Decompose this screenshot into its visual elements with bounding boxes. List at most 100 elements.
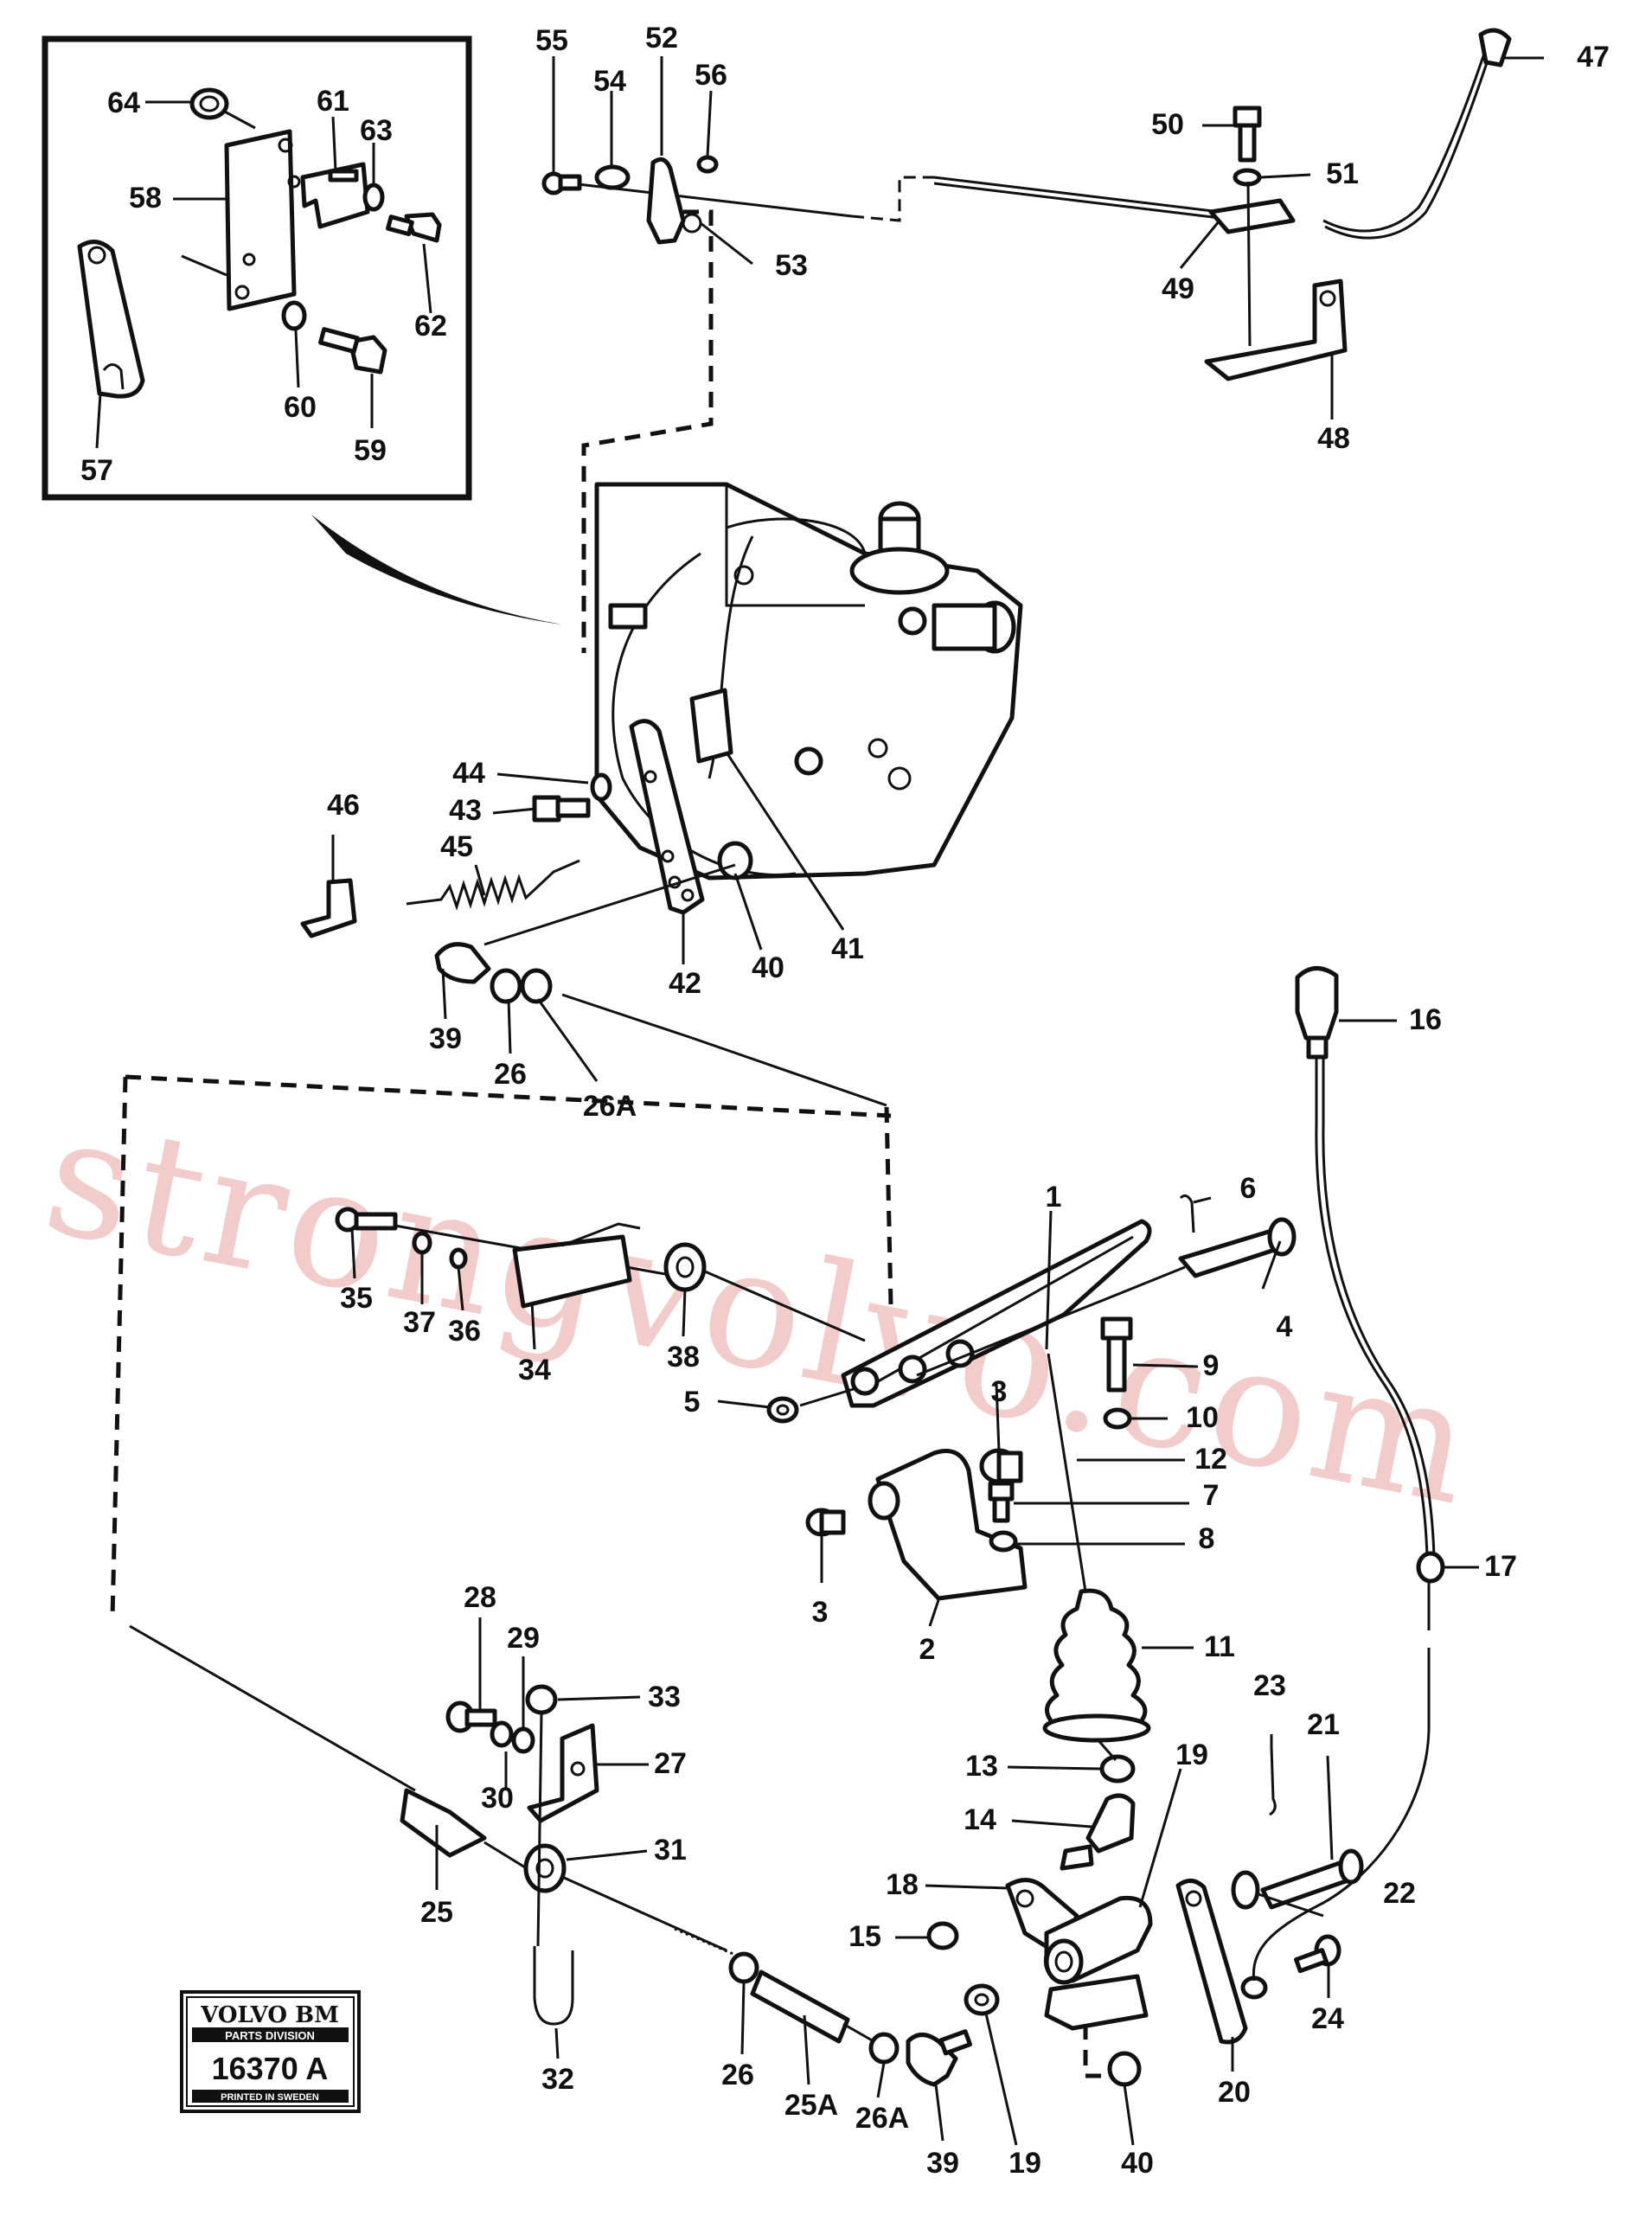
rod-12 bbox=[1047, 1353, 1087, 1592]
angle-fitting-14 bbox=[1085, 1793, 1136, 1854]
callout-51: 51 bbox=[1326, 157, 1359, 190]
inset-detail bbox=[42, 35, 472, 501]
callout-20: 20 bbox=[1218, 2076, 1251, 2109]
grommet-38 bbox=[663, 1242, 707, 1292]
nut-26-bottom bbox=[728, 1951, 759, 1984]
screw-43 bbox=[532, 795, 561, 823]
knob-16 bbox=[1295, 966, 1339, 1041]
callout-15: 15 bbox=[848, 1920, 881, 1953]
callout-57: 57 bbox=[80, 454, 113, 487]
callout-18: 18 bbox=[886, 1868, 919, 1901]
lever-57 bbox=[77, 240, 145, 399]
callout-5: 5 bbox=[684, 1386, 701, 1418]
callout-41: 41 bbox=[831, 932, 864, 965]
bracket-2 bbox=[875, 1449, 1028, 1601]
nut-40-top bbox=[717, 841, 753, 881]
split-pin-23 bbox=[1269, 1746, 1277, 1816]
callout-3-right: 3 bbox=[991, 1375, 1008, 1408]
callout-4: 4 bbox=[1277, 1310, 1293, 1343]
grommet-31 bbox=[523, 1843, 567, 1893]
washer-8 bbox=[989, 1530, 1018, 1553]
sleeve-25a bbox=[750, 1969, 850, 2044]
callout-38: 38 bbox=[667, 1341, 700, 1374]
callout-24: 24 bbox=[1311, 2002, 1344, 2035]
nut-17 bbox=[1416, 1551, 1445, 1584]
callout-34: 34 bbox=[518, 1354, 551, 1386]
callout-31: 31 bbox=[654, 1834, 687, 1867]
screw-62 bbox=[404, 212, 442, 243]
washer-60 bbox=[281, 300, 307, 331]
nut-10 bbox=[1103, 1407, 1132, 1430]
callout-61: 61 bbox=[317, 85, 349, 118]
callout-44: 44 bbox=[452, 757, 485, 790]
callout-29: 29 bbox=[507, 1622, 540, 1655]
volvo-bm-stamp: VOLVO BM PARTS DIVISION 16370 A PRINTED … bbox=[180, 1990, 361, 2113]
pedal-assembly bbox=[717, 1194, 1364, 2146]
washer-37 bbox=[412, 1231, 432, 1255]
callout-64: 64 bbox=[107, 86, 140, 119]
callout-40-top: 40 bbox=[752, 951, 784, 984]
callout-62: 62 bbox=[414, 310, 447, 343]
sleeve-25 bbox=[400, 1788, 487, 1858]
callout-11: 11 bbox=[1204, 1630, 1235, 1663]
lever-42 bbox=[629, 719, 705, 915]
washer-30 bbox=[490, 1720, 514, 1748]
bushing-19 bbox=[964, 1983, 1000, 2016]
callout-labels: 1 2 3 3 4 5 6 7 8 9 10 11 12 13 14 15 16… bbox=[80, 22, 1610, 2180]
screw-59 bbox=[348, 335, 387, 375]
bushing-54 bbox=[594, 164, 631, 190]
callout-16: 16 bbox=[1409, 1003, 1442, 1036]
dashed-link-left bbox=[110, 1074, 892, 1618]
nut-26a-bottom bbox=[868, 2032, 900, 2065]
callout-58: 58 bbox=[129, 182, 162, 215]
callout-60: 60 bbox=[284, 391, 317, 424]
throttle-cable bbox=[1252, 966, 1479, 1982]
callout-50: 50 bbox=[1151, 108, 1184, 141]
watermark-text: strongvolvo.com bbox=[31, 1079, 1490, 1543]
bolt-9 bbox=[1100, 1316, 1133, 1341]
callout-56: 56 bbox=[695, 59, 727, 92]
callout-27: 27 bbox=[654, 1747, 687, 1780]
spring-45 bbox=[406, 859, 580, 911]
callout-39-bottom: 39 bbox=[926, 2147, 959, 2180]
callout-17: 17 bbox=[1484, 1550, 1517, 1583]
callout-36: 36 bbox=[448, 1315, 481, 1348]
middle-linkage bbox=[110, 1074, 892, 1618]
transmission-housing bbox=[300, 482, 1023, 1307]
stamp-division: PARTS DIVISION bbox=[225, 2029, 315, 2042]
callout-7: 7 bbox=[1203, 1479, 1220, 1512]
callout-26a-top: 26A bbox=[583, 1090, 637, 1123]
lever-52 bbox=[646, 157, 686, 245]
nut-33 bbox=[525, 1684, 558, 1715]
callout-49: 49 bbox=[1162, 272, 1194, 305]
callout-3-left: 3 bbox=[812, 1596, 829, 1629]
callout-21: 21 bbox=[1307, 1708, 1340, 1741]
u-bolt-32 bbox=[533, 1946, 574, 2026]
washer-56 bbox=[696, 155, 719, 174]
callout-2: 2 bbox=[919, 1633, 936, 1666]
callout-33: 33 bbox=[648, 1681, 681, 1713]
callout-8: 8 bbox=[1199, 1522, 1215, 1555]
callout-47: 47 bbox=[1577, 41, 1610, 74]
callout-48: 48 bbox=[1317, 422, 1350, 455]
callout-35: 35 bbox=[340, 1282, 373, 1315]
bracket-41 bbox=[689, 688, 733, 764]
callout-22: 22 bbox=[1383, 1877, 1416, 1910]
rubber-boot-11 bbox=[1045, 1588, 1148, 1728]
inset-frame bbox=[42, 35, 472, 501]
detail-arrow bbox=[311, 515, 562, 624]
stamp-code: 16370 A bbox=[212, 2051, 329, 2086]
callout-37: 37 bbox=[403, 1306, 436, 1339]
bracket-34 bbox=[512, 1234, 632, 1309]
callout-39-top: 39 bbox=[429, 1022, 462, 1055]
washer-44 bbox=[590, 772, 612, 802]
top-linkage bbox=[541, 28, 1544, 653]
callout-42: 42 bbox=[669, 967, 701, 1000]
bottom-rod-assembly bbox=[129, 1617, 973, 2142]
bolt-7 bbox=[988, 1481, 1015, 1502]
callout-40-bottom: 40 bbox=[1121, 2147, 1154, 2180]
bracket-48 bbox=[1204, 279, 1348, 381]
nut-26-top bbox=[490, 968, 522, 1004]
lever-20 bbox=[1175, 1879, 1248, 2045]
bolt-50 bbox=[1233, 106, 1262, 128]
